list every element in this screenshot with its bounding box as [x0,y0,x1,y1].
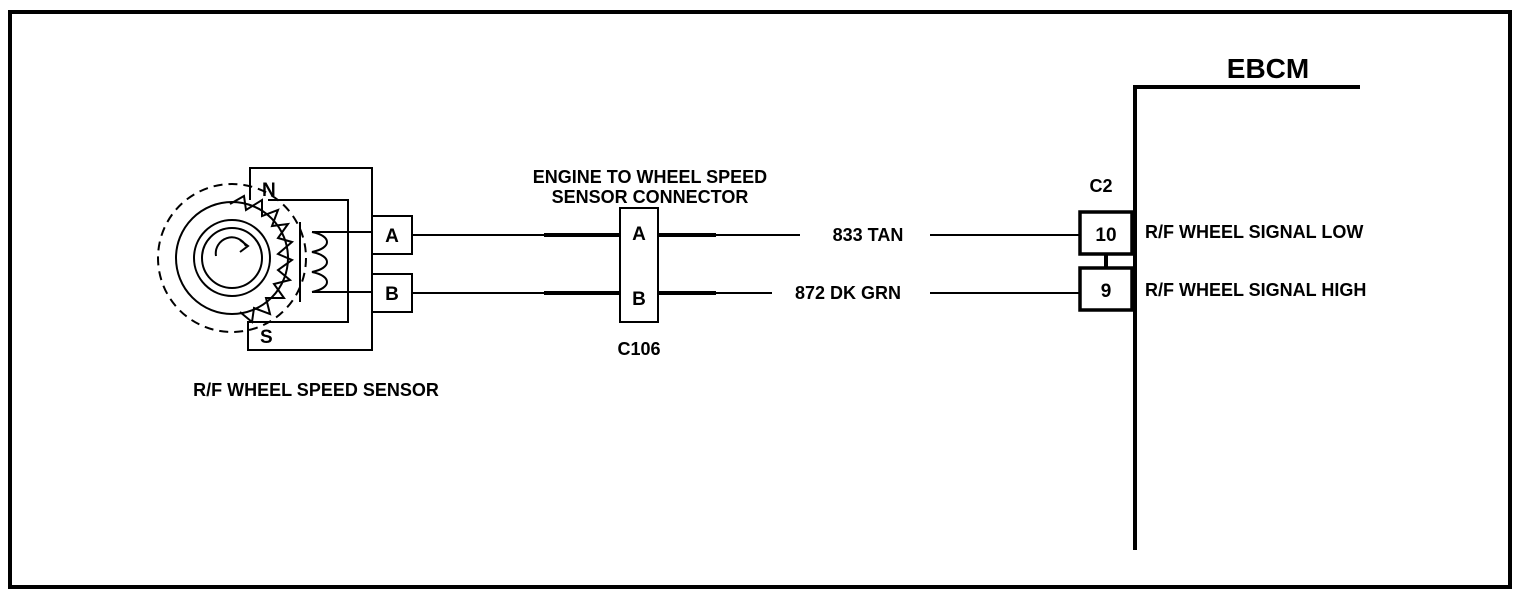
sensor-hub-inner [201,227,263,289]
inline-connector-body [619,207,659,323]
wire-harness: 833 TAN 872 DK GRN [412,225,1080,303]
wheel-speed-sensor: N S A B R/F WHEEL SPEED SENSOR [157,167,439,400]
sensor-pole-south: S [260,327,273,348]
ebcm-module: EBCM C2 10 9 R/F WHEEL SIGNAL LOW R/F WH… [1078,53,1366,550]
ebcm-title: EBCM [1227,53,1309,84]
inline-connector-c106: ENGINE TO WHEEL SPEED SENSOR CONNECTOR A… [533,167,767,359]
sensor-terminal-a [371,215,413,255]
inline-connector-pin-b: B [632,289,646,310]
sensor-label: R/F WHEEL SPEED SENSOR [193,380,439,400]
inline-connector-pin-a: A [632,224,646,245]
ebcm-pin-10-box [1078,210,1134,256]
wire-label-833-tan: 833 TAN [833,225,904,245]
wire-label-872-dk-grn: 872 DK GRN [795,283,901,303]
ebcm-pin-10: 10 [1095,225,1116,246]
sensor-rotor-ring [157,183,307,333]
ebcm-pin-10-label: R/F WHEEL SIGNAL LOW [1145,222,1363,242]
sensor-terminal-a-label: A [385,226,399,247]
sensor-pole-north: N [262,180,276,201]
sensor-teeth [229,194,295,324]
sensor-hub [193,219,271,297]
ebcm-pin-9-label: R/F WHEEL SIGNAL HIGH [1145,280,1366,300]
inline-connector-title-line2: SENSOR CONNECTOR [552,187,749,207]
ebcm-pin-9: 9 [1101,281,1112,302]
sensor-coil [311,231,328,293]
ebcm-pin-9-box [1078,266,1134,312]
sensor-magnet-frame [247,167,373,351]
ebcm-outline [1133,85,1360,550]
inline-connector-title-line1: ENGINE TO WHEEL SPEED [533,167,767,187]
diagram-border [8,10,1512,589]
sensor-terminal-b-label: B [385,284,399,305]
ebcm-connector-id: C2 [1089,176,1112,196]
inline-connector-id: C106 [617,339,660,359]
